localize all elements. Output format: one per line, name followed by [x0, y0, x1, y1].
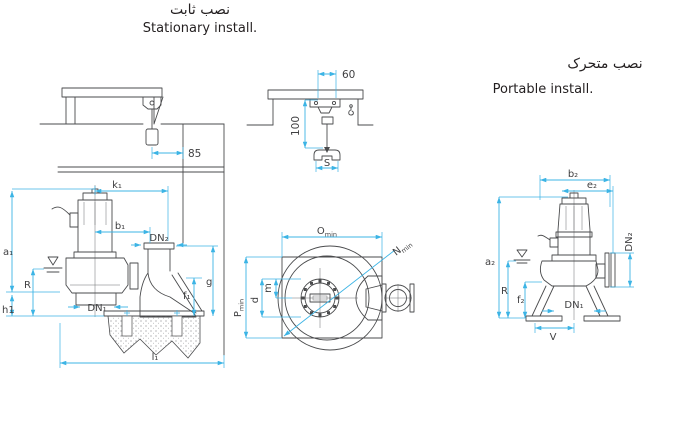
- label-s: S: [324, 158, 330, 169]
- stationary-title-farsi: نصب ثابت: [169, 2, 231, 18]
- dim-dn1: DN₁: [542, 300, 606, 314]
- portable-title-farsi: نصب متحرک: [567, 56, 643, 72]
- dim-h1: h1: [2, 295, 15, 316]
- dim-g: g: [176, 245, 218, 316]
- label-b1: b₁: [115, 221, 125, 232]
- label-60: 60: [342, 69, 355, 81]
- dim-o-min: Omin: [281, 226, 383, 257]
- label-o-min: Omin: [317, 226, 337, 239]
- label-dn1: DN₁: [87, 303, 106, 314]
- label-dn1: DN₁: [564, 300, 583, 311]
- label-b2: b₂: [568, 169, 578, 180]
- label-v: V: [550, 332, 557, 343]
- pit-plan-view: [277, 245, 415, 351]
- label-p-min: Pmin: [233, 299, 246, 317]
- dim-r: R: [24, 268, 44, 316]
- dim-r: R: [501, 260, 516, 318]
- dim-60: 60: [317, 69, 355, 98]
- label-g: g: [206, 277, 212, 288]
- dimension-table: 350-320 DN1350DN2300a1820a11015b1700b255…: [0, 383, 700, 417]
- bracket-detail-and-plan-diagram: 60 100 S: [233, 69, 415, 351]
- label-dn2: DN₂: [149, 233, 168, 244]
- label-h1: h1: [2, 305, 15, 316]
- dim-a2: a₂: [485, 196, 568, 319]
- label-r: R: [501, 286, 508, 297]
- dim-s: S: [315, 158, 339, 172]
- dim-d: d: [250, 278, 301, 318]
- dim-b1: b₁: [95, 221, 151, 243]
- water-level-icon: [43, 256, 63, 273]
- dim-b2: b₂: [539, 169, 611, 207]
- portable-install-diagram: b₂ e₂ a₂ DN₂ R f₂: [485, 169, 635, 343]
- stationary-title-english: Stationary install.: [142, 21, 258, 36]
- discharge-pipe: [103, 242, 205, 318]
- portable-title-english: Portable install.: [492, 82, 594, 97]
- pump-stationary: [51, 188, 129, 306]
- label-a2: a₂: [485, 257, 495, 268]
- label-r: R: [24, 280, 31, 291]
- label-n-min: Nmin: [391, 238, 414, 260]
- label-dn2: DN₂: [624, 232, 635, 251]
- dim-e2: e₂: [562, 180, 614, 253]
- dim-100: 100: [290, 99, 323, 149]
- label-l1: l₁: [152, 352, 159, 363]
- dim-dn2: DN₂: [131, 233, 187, 248]
- hoist-cable: [142, 96, 162, 146]
- water-level-icon: [513, 249, 531, 264]
- pump-portable: [525, 192, 621, 322]
- label-e2: e₂: [587, 180, 597, 191]
- label-100: 100: [290, 116, 302, 136]
- dim-f2: f₂: [517, 281, 542, 318]
- dim-v: V: [534, 323, 575, 343]
- stationary-install-diagram: 85: [2, 87, 225, 368]
- concrete-base: [107, 310, 201, 359]
- label-a1: a₁: [3, 247, 13, 258]
- label-f2: f₂: [517, 295, 525, 306]
- hoist-hook-icon: [348, 104, 354, 116]
- label-d: d: [250, 297, 261, 303]
- deck-structure: [39, 87, 225, 356]
- label-m: m: [263, 283, 274, 293]
- label-f1: f₁: [183, 291, 191, 302]
- dim-n-min: Nmin: [283, 238, 414, 337]
- dim-k1: k₁: [94, 180, 169, 241]
- dim-dn1: DN₁: [68, 303, 128, 314]
- dim-l1: l₁: [59, 323, 225, 368]
- dim-m: m: [263, 279, 292, 299]
- dim-f1: f₁: [183, 277, 202, 316]
- upper-bracket-detail: [246, 89, 374, 161]
- dim-p-min: Pmin: [233, 256, 282, 339]
- label-85: 85: [188, 148, 201, 160]
- dim-dn2: DN₂: [610, 232, 635, 288]
- dim-85: 85: [151, 147, 201, 160]
- label-k1: k₁: [112, 180, 122, 191]
- flange-bolts: [301, 279, 339, 317]
